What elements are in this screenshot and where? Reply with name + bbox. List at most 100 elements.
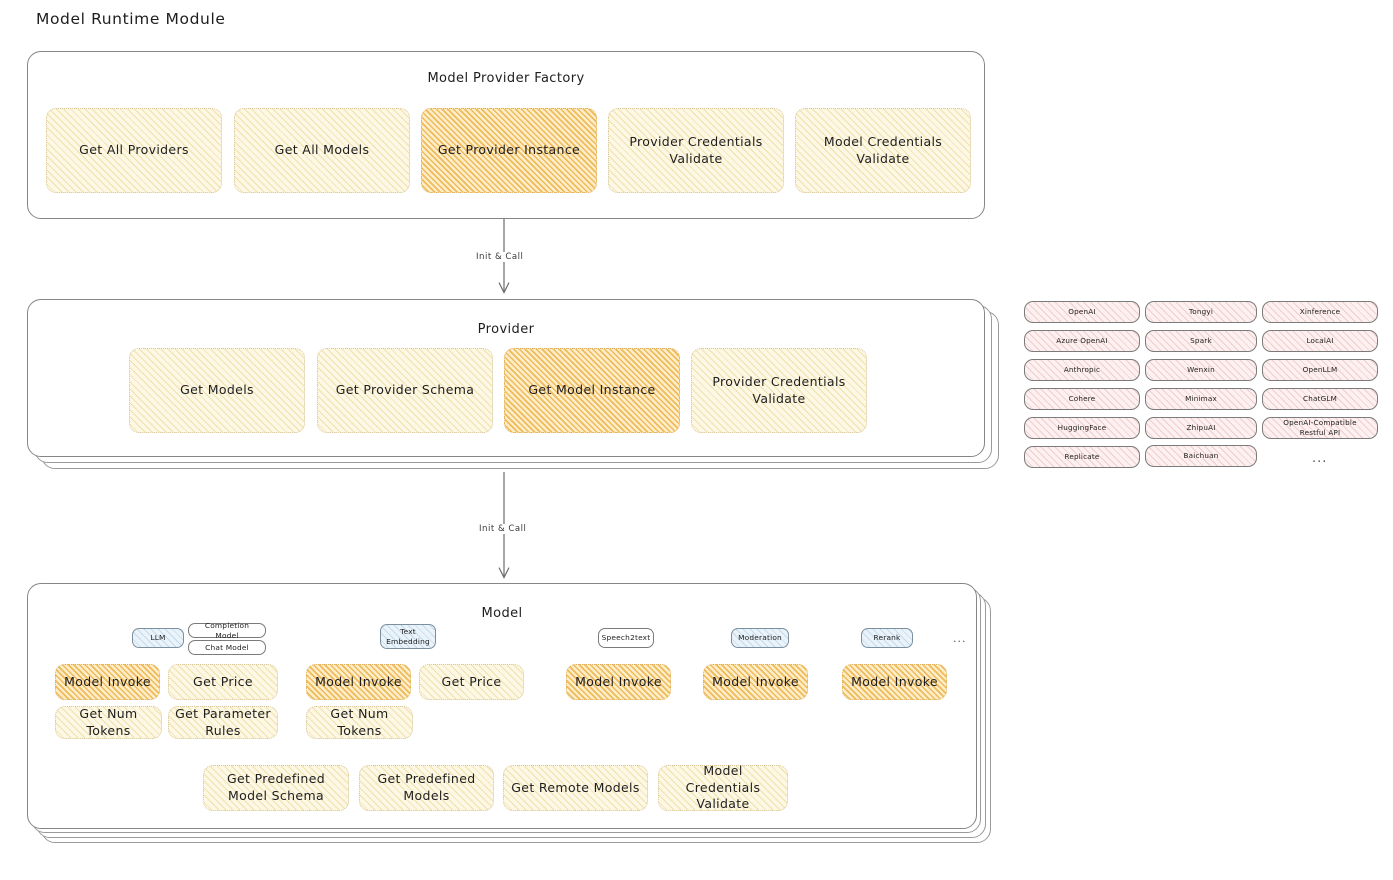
chip-label: Replicate: [1064, 452, 1100, 462]
model-common-get-remote-models[interactable]: Get Remote Models: [503, 765, 648, 811]
node-label: Get Price: [441, 673, 502, 689]
node-label: Provider Credentials Validate: [712, 373, 846, 406]
chip-label: Azure OpenAI: [1056, 336, 1108, 346]
model-common-get-predefined-models[interactable]: Get Predefined Models: [359, 765, 494, 811]
provider-title: Provider: [477, 322, 535, 337]
model-method-llm-get-num-tokens[interactable]: Get Num Tokens: [55, 706, 162, 739]
model-common-model-credentials-validate[interactable]: Model Credentials Validate: [658, 762, 788, 812]
node-label: Model Invoke: [851, 673, 938, 689]
provider-chip-anthropic[interactable]: Anthropic: [1024, 359, 1140, 381]
chip-label: ChatGLM: [1303, 394, 1337, 404]
factory-node-model-credentials-validate[interactable]: Model Credentials Validate: [795, 108, 971, 193]
node-label: Get Provider Instance: [437, 142, 581, 158]
model-title: Model: [481, 606, 523, 621]
model-panel: Model LLM Completion Model Chat Model Mo…: [27, 583, 977, 829]
model-type-tag-moderation[interactable]: Moderation: [731, 628, 789, 648]
node-label: Get Price: [193, 673, 253, 689]
provider-chip-wenxin[interactable]: Wenxin: [1145, 359, 1257, 381]
node-label: Model Credentials Validate: [685, 762, 761, 812]
chip-label: LocalAI: [1306, 336, 1334, 346]
tag-label: Text Embedding: [386, 626, 430, 646]
provider-chip-openllm[interactable]: OpenLLM: [1262, 359, 1378, 381]
model-type-tag-rerank[interactable]: Rerank: [861, 628, 913, 648]
model-provider-factory-title: Model Provider Factory: [427, 71, 585, 86]
chip-label: Baichuan: [1183, 451, 1219, 461]
chip-label: OpenLLM: [1302, 365, 1338, 375]
node-label: Get Models: [180, 382, 254, 398]
node-label: Model Credentials Validate: [823, 133, 943, 166]
chip-label: ZhipuAI: [1186, 423, 1216, 433]
model-type-tag-llm[interactable]: LLM: [132, 628, 184, 648]
provider-list-ellipsis: ...: [1312, 451, 1328, 466]
node-label: Model Invoke: [64, 673, 151, 689]
node-label: Get All Providers: [79, 142, 189, 158]
model-types-ellipsis: ...: [953, 632, 967, 645]
chip-label: Tongyi: [1188, 307, 1214, 317]
chip-label: Wenxin: [1187, 365, 1215, 375]
node-label: Get Parameter Rules: [175, 705, 271, 738]
node-label: Get Remote Models: [511, 779, 640, 795]
model-subtag-chat-model[interactable]: Chat Model: [188, 640, 266, 655]
provider-chip-replicate[interactable]: Replicate: [1024, 446, 1140, 468]
node-label: Get Num Tokens: [330, 705, 389, 738]
model-method-llm-get-price[interactable]: Get Price: [168, 664, 278, 700]
tag-label: LLM: [150, 633, 166, 642]
node-label: Get Model Instance: [528, 382, 656, 398]
model-method-text-embedding-get-num-tokens[interactable]: Get Num Tokens: [306, 706, 413, 739]
chip-label: HuggingFace: [1057, 423, 1107, 433]
provider-node-provider-credentials-validate[interactable]: Provider Credentials Validate: [691, 348, 867, 433]
model-type-tag-text-embedding[interactable]: Text Embedding: [380, 624, 436, 649]
provider-chip-openai-compatible-restful-api[interactable]: OpenAI-Compatible Restful API: [1262, 417, 1378, 439]
node-label: Get Predefined Models: [377, 771, 476, 803]
model-method-text-embedding-model-invoke[interactable]: Model Invoke: [306, 664, 411, 700]
provider-chip-zhipuai[interactable]: ZhipuAI: [1145, 417, 1257, 439]
provider-node-get-models[interactable]: Get Models: [129, 348, 305, 433]
chip-label: Anthropic: [1063, 365, 1101, 375]
model-method-moderation-model-invoke[interactable]: Model Invoke: [703, 664, 808, 700]
provider-chip-tongyi[interactable]: Tongyi: [1145, 301, 1257, 323]
provider-chip-chatglm[interactable]: ChatGLM: [1262, 388, 1378, 410]
model-method-llm-get-parameter-rules[interactable]: Get Parameter Rules: [168, 706, 278, 739]
model-subtag-completion-model[interactable]: Completion Model: [188, 620, 266, 640]
provider-chip-xinference[interactable]: Xinference: [1262, 301, 1378, 323]
factory-node-get-provider-instance[interactable]: Get Provider Instance: [421, 108, 597, 193]
model-method-text-embedding-get-price[interactable]: Get Price: [419, 664, 524, 700]
model-provider-factory-panel: Model Provider Factory Get All Providers…: [27, 51, 985, 219]
node-label: Provider Credentials Validate: [629, 133, 763, 166]
provider-chip-localai[interactable]: LocalAI: [1262, 330, 1378, 352]
provider-chip-spark[interactable]: Spark: [1145, 330, 1257, 352]
node-label: Get Provider Schema: [335, 382, 475, 398]
provider-chip-openai[interactable]: OpenAI: [1024, 301, 1140, 323]
factory-node-provider-credentials-validate[interactable]: Provider Credentials Validate: [608, 108, 784, 193]
arrow-label-init-call-2: Init & Call: [476, 524, 530, 534]
model-type-tag-speech2text[interactable]: Speech2text: [598, 628, 654, 648]
page-title: Model Runtime Module: [36, 10, 226, 28]
tag-label: Moderation: [738, 633, 782, 642]
node-label: Get Num Tokens: [79, 705, 138, 738]
node-label: Model Invoke: [575, 673, 662, 689]
provider-chip-huggingface[interactable]: HuggingFace: [1024, 417, 1140, 439]
provider-chip-cohere[interactable]: Cohere: [1024, 388, 1140, 410]
subtag-label: Completion Model: [204, 620, 250, 640]
model-common-get-predefined-model-schema[interactable]: Get Predefined Model Schema: [203, 765, 349, 811]
factory-node-get-all-providers[interactable]: Get All Providers: [46, 108, 222, 193]
model-method-rerank-model-invoke[interactable]: Model Invoke: [842, 664, 947, 700]
provider-chip-azure-openai[interactable]: Azure OpenAI: [1024, 330, 1140, 352]
chip-label: Cohere: [1068, 394, 1096, 404]
provider-node-get-provider-schema[interactable]: Get Provider Schema: [317, 348, 493, 433]
provider-chip-minimax[interactable]: Minimax: [1145, 388, 1257, 410]
provider-panel: Provider Get Models Get Provider Schema …: [27, 299, 985, 457]
chip-label: OpenAI: [1068, 307, 1096, 317]
node-label: Get All Models: [274, 142, 370, 158]
model-method-speech2text-model-invoke[interactable]: Model Invoke: [566, 664, 671, 700]
chip-label: Minimax: [1185, 394, 1217, 404]
provider-chip-baichuan[interactable]: Baichuan: [1145, 445, 1257, 467]
chip-label: Spark: [1190, 336, 1212, 346]
node-label: Model Invoke: [315, 673, 402, 689]
model-method-llm-model-invoke[interactable]: Model Invoke: [55, 664, 160, 700]
arrow-label-init-call-1: Init & Call: [473, 252, 527, 262]
chip-label: OpenAI-Compatible Restful API: [1283, 418, 1357, 437]
node-label: Model Invoke: [712, 673, 799, 689]
factory-node-get-all-models[interactable]: Get All Models: [234, 108, 410, 193]
provider-node-get-model-instance[interactable]: Get Model Instance: [504, 348, 680, 433]
